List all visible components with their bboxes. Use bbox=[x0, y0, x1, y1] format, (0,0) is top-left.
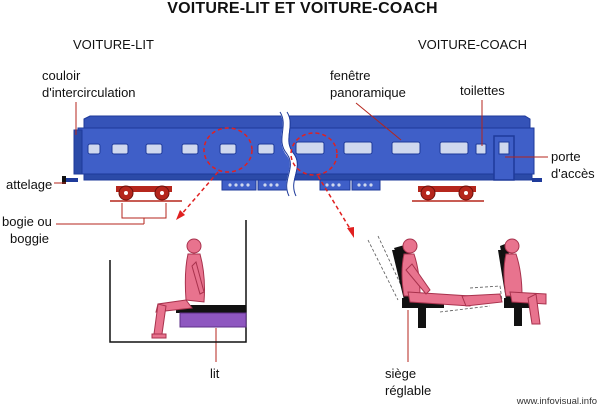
zoom-arrow-sleeper bbox=[179, 171, 219, 217]
window bbox=[257, 143, 275, 155]
window bbox=[181, 143, 199, 155]
label-toilets: toilettes bbox=[460, 83, 505, 98]
bogie-left bbox=[116, 185, 172, 201]
window bbox=[111, 143, 129, 155]
person-seated-coach bbox=[401, 238, 503, 307]
train-car bbox=[62, 110, 542, 202]
label-bogie-2: boggie bbox=[10, 231, 50, 246]
bed-frame bbox=[176, 305, 246, 313]
leader-bogie bbox=[121, 203, 167, 219]
zoom-circle-coach bbox=[290, 132, 338, 176]
label-gangway-1: couloir bbox=[42, 68, 81, 83]
diagram-title: VOITURE-LIT ET VOITURE-COACH bbox=[167, 0, 438, 17]
panoramic-window bbox=[391, 141, 421, 155]
label-panoramic-window-2: panoramique bbox=[330, 85, 406, 100]
sleeper-car-heading: VOITURE-LIT bbox=[73, 37, 154, 52]
toilet-window bbox=[475, 143, 487, 155]
bogie-right bbox=[418, 185, 476, 201]
zoom-circle-sleeper bbox=[203, 127, 253, 173]
person-seated-coach-2 bbox=[503, 238, 547, 325]
window bbox=[87, 143, 101, 155]
person-sitting bbox=[151, 238, 205, 339]
reclining-seat-scene bbox=[367, 235, 547, 328]
label-bed: lit bbox=[210, 366, 220, 381]
panoramic-window bbox=[439, 141, 469, 155]
label-access-door-2: d'accès bbox=[551, 166, 595, 181]
label-panoramic-window-1: fenêtre bbox=[330, 68, 371, 83]
panoramic-window bbox=[295, 141, 325, 155]
credit-text: www.infovisual.info bbox=[516, 396, 597, 407]
leader-panoramic-window bbox=[355, 102, 402, 141]
label-bogie-1: bogie ou bbox=[2, 214, 52, 229]
window bbox=[145, 143, 163, 155]
mattress bbox=[179, 312, 247, 328]
sleeper-compartment bbox=[109, 220, 247, 343]
window bbox=[219, 143, 237, 155]
zoom-arrow-coach bbox=[317, 175, 353, 233]
label-access-door-1: porte bbox=[551, 149, 581, 164]
label-gangway-2: d'intercirculation bbox=[42, 85, 136, 100]
label-coupling: attelage bbox=[6, 177, 53, 192]
coach-car-heading: VOITURE-COACH bbox=[418, 37, 528, 52]
label-seat-2: réglable bbox=[385, 383, 432, 398]
label-seat-1: siège bbox=[385, 366, 417, 381]
panoramic-window bbox=[343, 141, 373, 155]
